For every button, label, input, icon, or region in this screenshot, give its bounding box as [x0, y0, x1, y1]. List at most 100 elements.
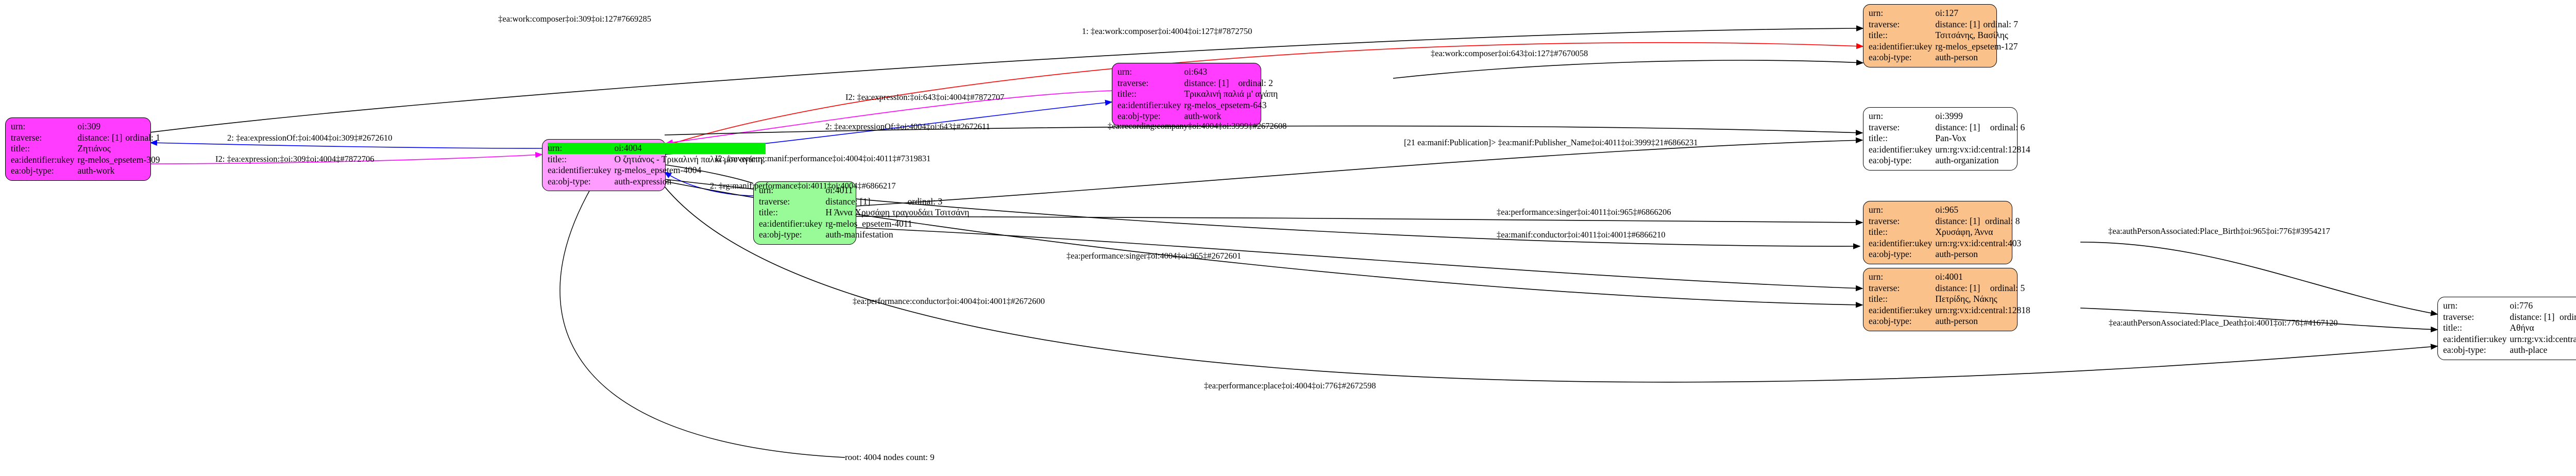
node-row-title: title:: Pan-Vox — [1869, 133, 2033, 144]
field-label-ukey: ea:identifier:ukey — [1117, 99, 1181, 110]
field-value-title: Τσιτσάνης, Βασίλης — [1935, 30, 2008, 40]
field-label-ukey: ea:identifier:ukey — [759, 218, 823, 229]
field-label-objtype: ea:obj-type: — [1869, 249, 1912, 259]
field-label-urn: urn: — [1869, 205, 1884, 215]
node-oi309[interactable]: urn: oi:309 traverse: distance: [1] ordi… — [5, 117, 160, 181]
field-value-distance: distance: [1] — [825, 196, 871, 207]
node-row-urn: urn: oi:776 — [2443, 300, 2576, 312]
field-value-ordinal: ordinal: 2 — [1238, 77, 1273, 88]
field-label-objtype: ea:obj-type: — [2443, 345, 2486, 355]
field-label-title: title:: — [1117, 89, 1137, 99]
node-row-objtype: ea:obj-type: auth-person — [1869, 249, 2024, 260]
field-value-title: Pan-Vox — [1935, 133, 1967, 143]
node-oi4004[interactable]: urn: oi:4004 title:: Ο ζητιάνος - Τρικαλ… — [542, 139, 766, 191]
node-row-title: title:: Ζητιάνος — [11, 143, 163, 155]
field-value-objtype: auth-expression — [614, 176, 672, 186]
node-row-traverse: traverse: distance: [1] ordinal: 1 — [11, 132, 163, 144]
field-label-traverse: traverse: — [1869, 215, 1900, 226]
field-label-urn: urn: — [2443, 300, 2458, 311]
node-row-ukey: ea:identifier:ukey rg-melos_epsetem-127 — [1869, 41, 2021, 53]
node-row-title: title:: Ο ζητιάνος - Τρικαλινή παλιά μου… — [548, 154, 766, 165]
node-row-title: title:: Τρικαλινή παλιά μ' αγάπη — [1117, 89, 1281, 100]
field-value-ordinal: ordinal: 7 — [1983, 19, 2018, 29]
field-value-distance: distance: [1] — [77, 132, 123, 143]
field-label-objtype: ea:obj-type: — [11, 165, 54, 176]
node-row-urn: urn: oi:643 — [1117, 66, 1281, 78]
field-value-ordinal: ordinal: 1 — [125, 132, 160, 143]
field-value-ukey: urn:rg:vx:id:central:216 — [2510, 333, 2576, 344]
node-row-title: title:: Τσιτσάνης, Βασίλης — [1869, 30, 2021, 41]
field-value-objtype: auth-organization — [1935, 155, 1999, 165]
field-value-ordinal: ordinal: 5 — [1990, 282, 2025, 293]
field-value-ukey: urn:rg:vx:id:central:12818 — [1935, 304, 2030, 315]
field-label-objtype: ea:obj-type: — [1869, 155, 1912, 165]
field-value-ordinal: ordinal: 4 — [2559, 311, 2576, 322]
field-label-title: title:: — [1869, 294, 1888, 304]
field-value-objtype: auth-person — [1935, 316, 1978, 326]
field-label-urn: urn: — [1869, 111, 1884, 121]
edge-label-performance-place: ‡ea:performance:place‡oi:4004‡oi:776‡#26… — [1204, 381, 1376, 390]
field-value-ukey: rg-melos_epsetem-643 — [1184, 99, 1267, 110]
node-row-objtype: ea:obj-type: auth-organization — [1869, 155, 2033, 166]
node-oi776[interactable]: urn: oi:776 traverse: distance: [1] ordi… — [2437, 297, 2576, 360]
field-value-title: Πετρίδης, Νάκης — [1935, 294, 1997, 304]
field-label-objtype: ea:obj-type: — [1869, 52, 1912, 62]
node-row-objtype: ea:obj-type: auth-work — [1117, 111, 1281, 122]
field-label-traverse: traverse: — [1869, 122, 1900, 132]
field-value-ukey: urn:rg:vx:id:central:403 — [1935, 237, 2022, 248]
node-row-objtype: ea:obj-type: auth-work — [11, 165, 163, 177]
root-caption: root: 4004 nodes count: 9 — [845, 452, 935, 462]
node-oi965[interactable]: urn: oi:965 traverse: distance: [1] ordi… — [1863, 201, 2021, 264]
node-oi3999[interactable]: urn: oi:3999 traverse: distance: [1] ord… — [1863, 107, 2030, 171]
node-row-traverse: traverse: distance: [1] ordinal: 6 — [1869, 122, 2033, 133]
field-label-urn: urn: — [1869, 271, 1884, 282]
node-oi127[interactable]: urn: oi:127 traverse: distance: [1] ordi… — [1863, 4, 2018, 67]
node-row-traverse: traverse: distance: [1] ordinal: 7 — [1869, 19, 2021, 30]
field-label-ukey: ea:identifier:ukey — [11, 154, 75, 165]
field-label-traverse: traverse: — [1117, 77, 1149, 88]
edge-label-expressionof-4004-643: 2: ‡ea:expressionOf:‡oi:4004‡oi:643‡#267… — [825, 122, 990, 131]
field-value-ukey: urn:rg:vx:id:central:12814 — [1935, 144, 2030, 155]
node-row-objtype: ea:obj-type: auth-person — [1869, 52, 2021, 63]
edge-label-manif-performance: 2: ‡rg:manif:performance‡oi:4011‡oi:4004… — [710, 181, 896, 191]
node-row-objtype: ea:obj-type: auth-manifestation — [759, 229, 972, 241]
field-label-objtype: ea:obj-type: — [548, 176, 591, 186]
field-value-urn: oi:127 — [1935, 8, 1959, 18]
node-row-title: title:: Χρυσάφη, Άννα — [1869, 227, 2024, 238]
edge-label-expression-643-4004: I2: ‡ea:expression:‡oi:643‡oi:4004‡#7872… — [845, 92, 1005, 102]
node-oi643[interactable]: urn: oi:643 traverse: distance: [1] ordi… — [1112, 63, 1278, 126]
field-value-title: Ο ζητιάνος - Τρικαλινή παλιά μου αγάπη — [614, 154, 763, 164]
field-value-distance: distance: [1] — [1935, 282, 1980, 293]
field-value-objtype: auth-person — [1935, 249, 1978, 259]
node-row-urn: urn: oi:4004 — [548, 143, 766, 154]
node-row-ukey: ea:identifier:ukey rg-melos_epsetem-309 — [11, 155, 163, 166]
node-row-ukey: ea:identifier:ukey urn:rg:vx:id:central:… — [1869, 305, 2033, 316]
node-row-urn: urn: oi:3999 — [1869, 111, 2033, 122]
field-label-traverse: traverse: — [759, 196, 790, 207]
node-row-urn: urn: oi:965 — [1869, 205, 2024, 216]
node-row-ukey: ea:identifier:ukey urn:rg:vx:id:central:… — [1869, 238, 2024, 249]
node-oi4001[interactable]: urn: oi:4001 traverse: distance: [1] ord… — [1863, 268, 2030, 331]
field-value-ordinal: ordinal: 3 — [907, 196, 943, 207]
field-label-urn: urn: — [548, 143, 615, 154]
field-value-distance: distance: [1] — [2510, 311, 2555, 322]
edge-label-reverse-manif-performance: I2: ‡reverse:rg:manif:performance‡oi:400… — [715, 154, 931, 163]
field-label-objtype: ea:obj-type: — [1117, 111, 1161, 121]
edge-label-expression-309-4004: I2: ‡ea:expression:‡oi:309‡oi:4004‡#7872… — [215, 154, 375, 164]
field-value-objtype: auth-work — [1184, 111, 1222, 121]
edge-label-place-birth: ‡ea:authPersonAssociated:Place_Birth‡oi:… — [2108, 226, 2330, 236]
node-oi4011[interactable]: urn: oi:4011 traverse: distance: [1] ord… — [753, 181, 969, 245]
field-label-traverse: traverse: — [1869, 282, 1900, 293]
node-row-ukey: ea:identifier:ukey rg-melos_epsetem-643 — [1117, 100, 1281, 111]
node-row-urn: urn: oi:309 — [11, 121, 163, 132]
field-label-traverse: traverse: — [1869, 19, 1900, 29]
edge-label-performance-conductor: ‡ea:performance:conductor‡oi:4004‡oi:400… — [853, 296, 1045, 306]
node-row-urn: urn: oi:4001 — [1869, 271, 2033, 283]
field-label-traverse: traverse: — [11, 132, 42, 143]
node-row-urn: urn: oi:4011 — [759, 185, 972, 196]
field-value-distance: distance: [1] — [1935, 19, 1980, 29]
field-value-urn: oi:309 — [77, 121, 101, 131]
node-row-traverse: traverse: distance: [1] ordinal: 5 — [1869, 283, 2033, 294]
field-label-title: title:: — [548, 154, 567, 164]
